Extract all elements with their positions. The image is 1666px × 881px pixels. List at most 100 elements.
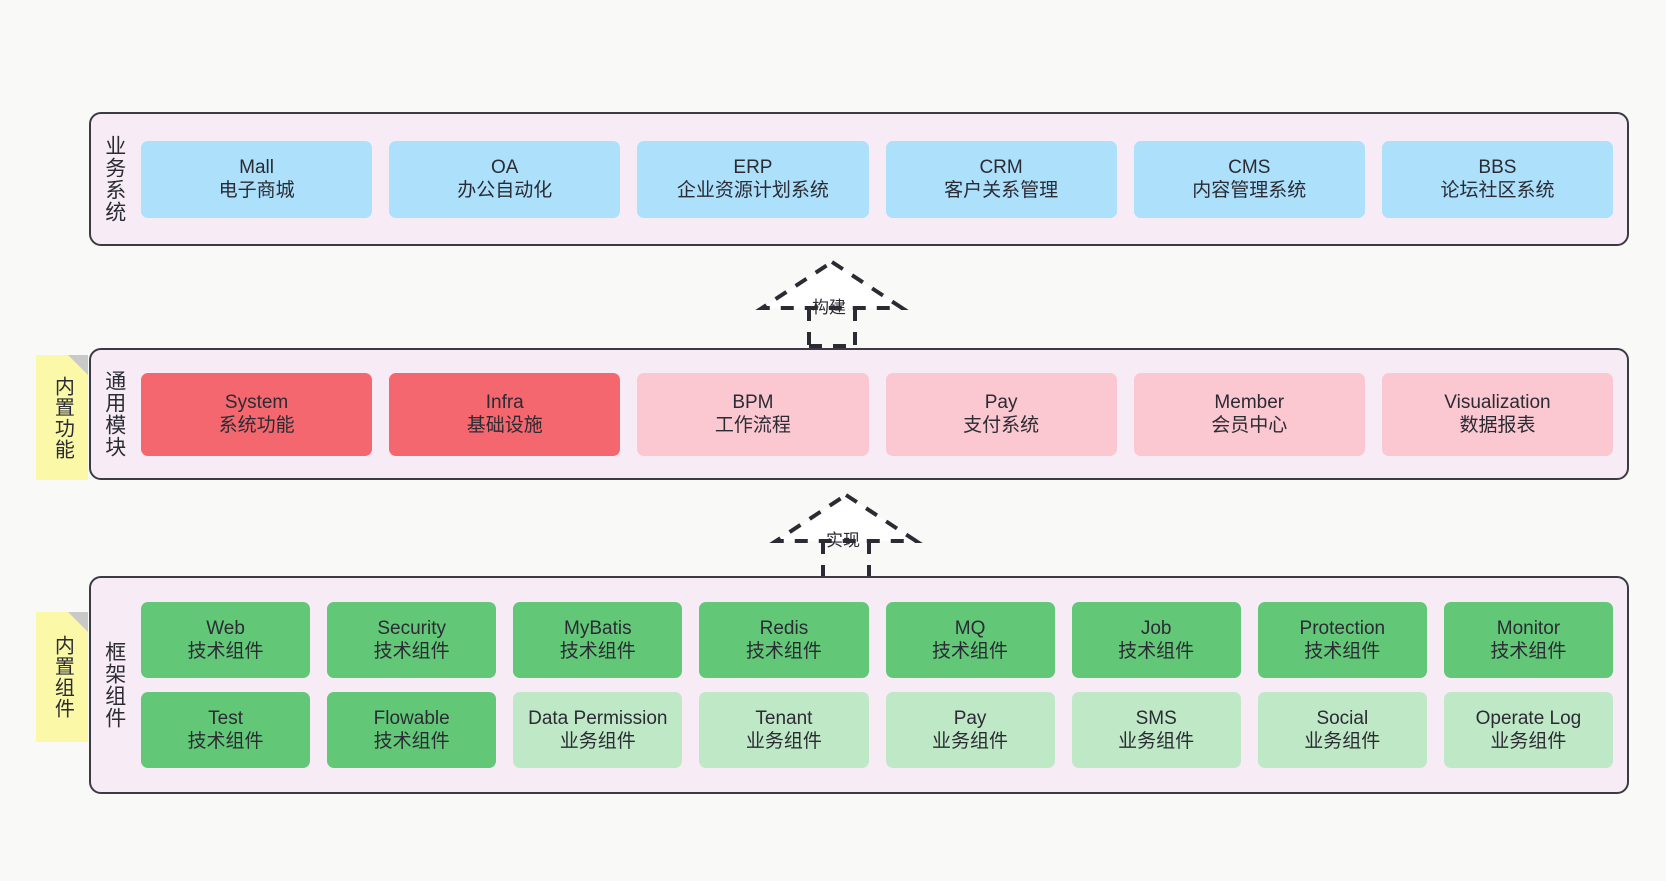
module-card-infra[interactable]: Infra 基础设施 [389, 372, 621, 456]
card-desc: 办公自动化 [457, 180, 553, 201]
card-name: Flowable [373, 707, 450, 729]
connector-implement-label: 实现 [826, 531, 860, 550]
card-name: System [224, 391, 289, 413]
card-name: SMS [1135, 707, 1177, 729]
framework-card-job[interactable]: Job 技术组件 [1071, 602, 1241, 678]
layer-business-title: 业务系统 [102, 135, 126, 223]
framework-card-mybatis[interactable]: MyBatis 技术组件 [513, 602, 683, 678]
card-desc: 会员中心 [1211, 415, 1288, 436]
card-name: Operate Log [1475, 707, 1582, 729]
card-name: MyBatis [564, 617, 632, 639]
module-card-visualization[interactable]: Visualization 数据报表 [1381, 372, 1614, 456]
layer-framework-components: 框架组件 Web 技术组件 Security 技术组件 MyBatis 技术组件… [89, 576, 1629, 794]
card-desc: 基础设施 [466, 415, 543, 436]
card-desc: 技术组件 [373, 731, 450, 752]
connector-build-label: 构建 [812, 298, 846, 317]
framework-card-mq[interactable]: MQ 技术组件 [885, 602, 1055, 678]
layer-modules-cards: System 系统功能 Infra 基础设施 BPM 工作流程 Pay 支付系统… [137, 350, 1627, 478]
framework-card-security[interactable]: Security 技术组件 [327, 602, 497, 678]
card-name: CRM [979, 156, 1023, 178]
card-name: Tenant [755, 707, 813, 729]
layer-modules-title: 通用模块 [102, 370, 126, 458]
card-name: CMS [1228, 156, 1271, 178]
card-name: Security [377, 617, 446, 639]
module-card-pay[interactable]: Pay 支付系统 [885, 372, 1117, 456]
sticky-note-builtin-features: 内置功能 [36, 355, 88, 480]
card-desc: 技术组件 [1304, 641, 1381, 662]
sticky-note-builtin-components: 内置组件 [36, 612, 88, 742]
card-name: Social [1316, 707, 1369, 729]
business-card-mall[interactable]: Mall 电子商城 [141, 140, 373, 218]
card-desc: 电子商城 [218, 180, 295, 201]
card-desc: 工作流程 [714, 415, 791, 436]
framework-card-data-permission[interactable]: Data Permission 业务组件 [513, 692, 683, 768]
business-card-oa[interactable]: OA 办公自动化 [389, 140, 621, 218]
card-name: BPM [732, 391, 774, 413]
sticky-note-text: 内置组件 [51, 635, 74, 719]
card-desc: 技术组件 [187, 731, 264, 752]
sticky-fold-corner-icon [68, 355, 88, 375]
card-desc: 论坛社区系统 [1440, 180, 1555, 201]
framework-row-business: Test 技术组件 Flowable 技术组件 Data Permission … [141, 692, 1613, 768]
card-name: MQ [954, 617, 986, 639]
layer-framework-grid: Web 技术组件 Security 技术组件 MyBatis 技术组件 Redi… [137, 578, 1627, 792]
card-desc: 客户关系管理 [944, 180, 1059, 201]
framework-row-tech: Web 技术组件 Security 技术组件 MyBatis 技术组件 Redi… [141, 602, 1613, 678]
card-name: Web [206, 617, 245, 639]
layer-framework-title: 框架组件 [102, 641, 126, 729]
business-card-erp[interactable]: ERP 企业资源计划系统 [637, 140, 869, 218]
card-desc: 业务组件 [745, 731, 822, 752]
card-desc: 技术组件 [373, 641, 450, 662]
card-name: Mall [239, 156, 274, 178]
module-card-member[interactable]: Member 会员中心 [1133, 372, 1365, 456]
card-desc: 内容管理系统 [1192, 180, 1307, 201]
card-desc: 系统功能 [218, 415, 295, 436]
framework-card-test[interactable]: Test 技术组件 [141, 692, 311, 768]
framework-card-operate-log[interactable]: Operate Log 业务组件 [1443, 692, 1613, 768]
card-desc: 数据报表 [1459, 415, 1536, 436]
card-name: Infra [485, 391, 524, 413]
card-desc: 支付系统 [963, 415, 1040, 436]
card-desc: 业务组件 [1490, 731, 1567, 752]
sticky-fold-corner-icon [68, 612, 88, 632]
framework-card-redis[interactable]: Redis 技术组件 [699, 602, 869, 678]
card-desc: 技术组件 [559, 641, 636, 662]
card-name: Redis [759, 617, 809, 639]
card-desc: 技术组件 [1490, 641, 1567, 662]
framework-card-flowable[interactable]: Flowable 技术组件 [327, 692, 497, 768]
card-desc: 技术组件 [745, 641, 822, 662]
card-desc: 业务组件 [932, 731, 1009, 752]
card-desc: 技术组件 [932, 641, 1009, 662]
card-name: Protection [1299, 617, 1386, 639]
card-name: Data Permission [528, 707, 668, 729]
business-card-cms[interactable]: CMS 内容管理系统 [1133, 140, 1365, 218]
card-desc: 业务组件 [1118, 731, 1195, 752]
card-name: Job [1140, 617, 1172, 639]
module-card-bpm[interactable]: BPM 工作流程 [637, 372, 869, 456]
business-card-crm[interactable]: CRM 客户关系管理 [885, 140, 1117, 218]
card-name: OA [491, 156, 519, 178]
card-name: BBS [1478, 156, 1517, 178]
card-name: Visualization [1444, 391, 1551, 413]
card-desc: 技术组件 [1118, 641, 1195, 662]
layer-business-cards: Mall 电子商城 OA 办公自动化 ERP 企业资源计划系统 CRM 客户关系… [137, 114, 1627, 244]
framework-card-web[interactable]: Web 技术组件 [141, 602, 311, 678]
card-desc: 业务组件 [1304, 731, 1381, 752]
layer-common-modules: 通用模块 System 系统功能 Infra 基础设施 BPM 工作流程 Pay… [89, 348, 1629, 480]
module-card-system[interactable]: System 系统功能 [141, 372, 373, 456]
framework-card-sms[interactable]: SMS 业务组件 [1071, 692, 1241, 768]
framework-card-social[interactable]: Social 业务组件 [1257, 692, 1427, 768]
card-name: Member [1214, 391, 1285, 413]
card-name: Pay [984, 391, 1018, 413]
card-name: ERP [733, 156, 773, 178]
framework-card-monitor[interactable]: Monitor 技术组件 [1443, 602, 1613, 678]
framework-card-pay[interactable]: Pay 业务组件 [885, 692, 1055, 768]
framework-card-protection[interactable]: Protection 技术组件 [1257, 602, 1427, 678]
sticky-note-text: 内置功能 [51, 375, 74, 460]
framework-card-tenant[interactable]: Tenant 业务组件 [699, 692, 869, 768]
card-desc: 企业资源计划系统 [676, 180, 829, 201]
layer-business-systems: 业务系统 Mall 电子商城 OA 办公自动化 ERP 企业资源计划系统 CRM… [89, 112, 1629, 246]
business-card-bbs[interactable]: BBS 论坛社区系统 [1381, 140, 1614, 218]
card-name: Pay [953, 707, 987, 729]
